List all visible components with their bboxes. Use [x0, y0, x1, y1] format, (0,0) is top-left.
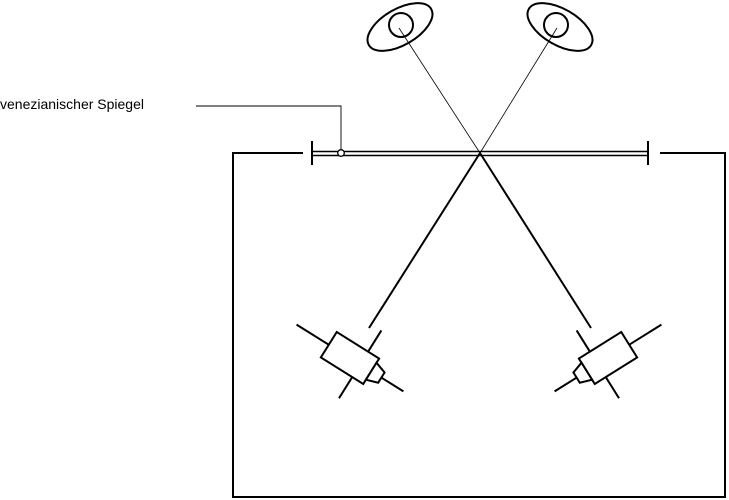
camera-icon [296, 323, 404, 399]
label-leader [196, 105, 345, 157]
eye-icon [526, 2, 594, 52]
one-way-mirror [311, 141, 649, 165]
sight-lines [398, 27, 558, 154]
mirror-label: venezianischer Spiegel [0, 96, 144, 112]
eye-icon [366, 2, 434, 52]
camera-lines [368, 152, 592, 329]
room-enclosure [232, 152, 726, 498]
camera-icon [554, 323, 662, 399]
